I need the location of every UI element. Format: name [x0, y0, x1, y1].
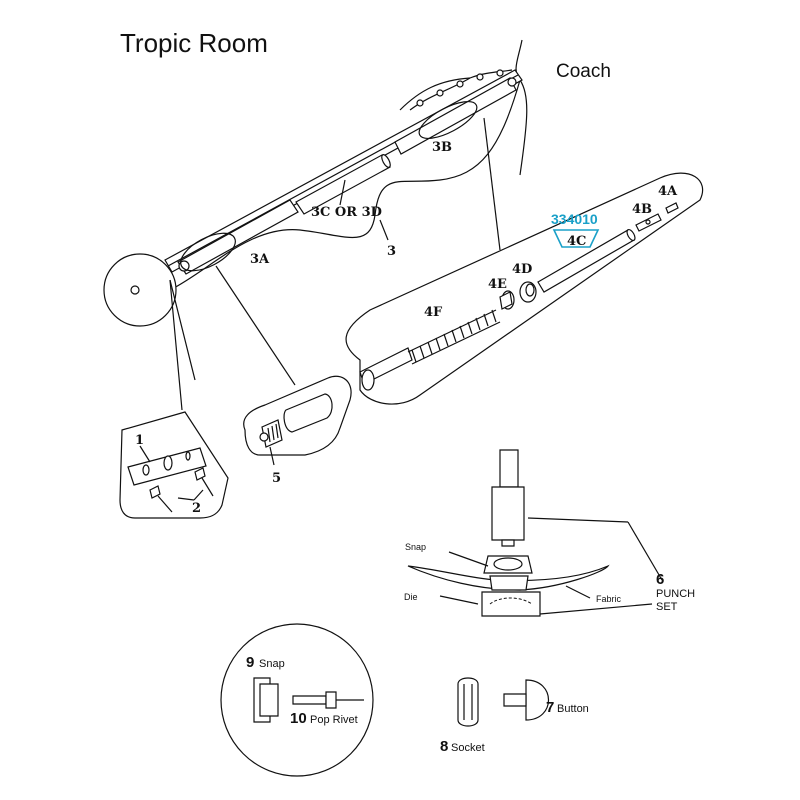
callout-10: 10	[290, 710, 307, 727]
callout-3a: 3A	[250, 252, 270, 267]
snap-label: Snap	[405, 542, 426, 552]
callout-4c: 4C	[567, 234, 586, 249]
callout-8: 8	[440, 738, 448, 755]
part-number-334010: 334010	[551, 211, 598, 227]
callout-5: 5	[272, 471, 281, 486]
snap-rivet-panel	[220, 623, 374, 777]
pop-rivet-text: Pop Rivet	[310, 714, 358, 726]
callout-2: 2	[192, 501, 201, 516]
button-text: Button	[557, 703, 589, 715]
punch-set-label-line1: PUNCH	[656, 588, 695, 600]
callout-4a: 4A	[658, 184, 678, 199]
callout-3b: 3B	[432, 140, 452, 155]
fabric-label: Fabric	[596, 594, 622, 604]
zoom-circle-3a	[180, 232, 236, 272]
detail-panel-5	[243, 375, 352, 466]
callout-6: 6	[656, 571, 664, 588]
callout-4b: 4B	[632, 202, 652, 217]
callout-9: 9	[246, 654, 254, 671]
callout-4d: 4D	[512, 262, 532, 277]
punch-set	[407, 449, 663, 617]
diagram-title: Tropic Room	[120, 28, 268, 58]
punch-set-label-line2: SET	[656, 601, 678, 613]
coach-label: Coach	[556, 61, 611, 82]
zoom-circle-3b	[418, 101, 478, 139]
arm-tube	[164, 69, 523, 275]
snap-text: Snap	[259, 658, 285, 670]
socket-part	[457, 677, 479, 727]
detail-panel-plate	[119, 411, 229, 519]
part-number-box	[552, 229, 600, 248]
spring-4f	[407, 309, 501, 365]
socket-text: Socket	[451, 742, 485, 754]
leader-lines	[169, 117, 501, 411]
callout-4e: 4E	[488, 277, 507, 292]
button-part	[503, 679, 550, 721]
callout-3c-3d: 3C OR 3D	[311, 205, 382, 220]
die-label: Die	[404, 592, 418, 602]
callout-7: 7	[546, 699, 554, 716]
callout-3: 3	[387, 244, 396, 259]
detail-panel-4	[345, 172, 704, 405]
callout-1: 1	[135, 433, 144, 448]
roller-end-cap	[103, 253, 177, 327]
callout-4f: 4F	[424, 305, 443, 320]
rod-3c-3d	[295, 154, 391, 215]
